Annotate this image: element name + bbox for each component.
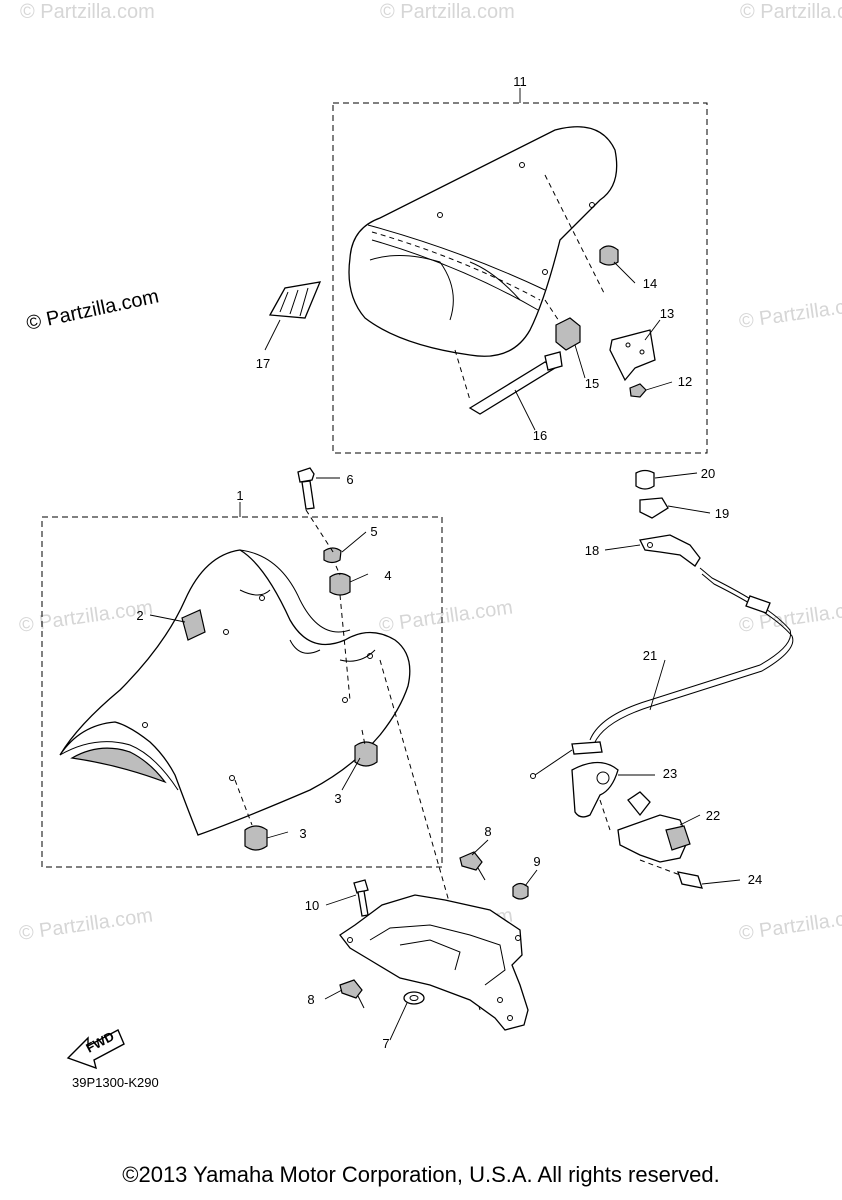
- callout-number: 21: [643, 648, 657, 663]
- leader-lines: [149, 261, 741, 1041]
- watermark: © Partzilla.com: [740, 1, 842, 23]
- nut-20: [635, 469, 655, 490]
- front-seat-assembly-box: [41, 516, 443, 868]
- callout-number: 15: [585, 376, 599, 391]
- callout-number: 2: [136, 608, 143, 623]
- callout-number: 6: [346, 472, 353, 487]
- callout-number: 9: [533, 854, 540, 869]
- tape-2: [181, 609, 206, 641]
- lever-18: [639, 534, 701, 567]
- callout-number: 11: [513, 74, 527, 89]
- callout-number: 19: [715, 506, 729, 521]
- lock-22: [617, 814, 689, 863]
- watermark: © Partzilla.com: [20, 1, 155, 23]
- damper-8b: [339, 979, 363, 999]
- bolt-10: [357, 890, 369, 917]
- bolt-6: [301, 480, 315, 510]
- callout-number: 22: [706, 808, 720, 823]
- watermarks: © Partzilla.com © Partzilla.com © Partzi…: [18, 1, 842, 945]
- callout-number: 16: [533, 428, 547, 443]
- seat-bracket-7: [339, 894, 529, 1031]
- callout-number: 1: [236, 488, 243, 503]
- damper-3b: [244, 825, 268, 851]
- watermark: © Partzilla.com: [738, 292, 842, 333]
- bolt-10-head: [353, 879, 369, 894]
- fwd-arrow-icon: FWD: [66, 1029, 125, 1070]
- cap-9: [512, 882, 529, 900]
- rear-seat: [348, 126, 618, 401]
- callout-number: 5: [370, 524, 377, 539]
- callout-number: 17: [256, 356, 270, 371]
- callout-number: 18: [585, 543, 599, 558]
- callout-number: 20: [701, 466, 715, 481]
- callout-number: 4: [384, 568, 391, 583]
- collar-5: [323, 547, 342, 564]
- callout-number: 14: [643, 276, 657, 291]
- callout-number: 3: [299, 826, 306, 841]
- front-seat: [59, 549, 411, 836]
- callout-number: 10: [305, 898, 319, 913]
- cable-21: [589, 567, 792, 741]
- grommet-14: [599, 245, 619, 266]
- bolt-6-head: [297, 467, 315, 483]
- bracket-23: [571, 761, 619, 818]
- rear-seat-assembly-box: [332, 102, 708, 454]
- damper-4: [329, 572, 351, 596]
- strap-16: [468, 361, 557, 415]
- copyright-notice: ©2013 Yamaha Motor Corporation, U.S.A. A…: [122, 1162, 719, 1187]
- plate-19: [639, 497, 669, 519]
- watermark: © Partzilla.com: [738, 904, 842, 945]
- callout-number: 13: [660, 306, 674, 321]
- nut-12: [629, 383, 647, 398]
- callout-number: 8: [484, 824, 491, 839]
- damper-8a: [459, 851, 483, 871]
- bracket-13: [609, 329, 656, 382]
- callout-number: 8: [307, 992, 314, 1007]
- watermark: © Partzilla.com: [18, 596, 155, 637]
- callouts: 1 2 3 3 4 5 6 7 8 8 9 10 11 12 13 14 15 …: [136, 74, 762, 1051]
- callout-number: 3: [334, 791, 341, 806]
- watermark: © Partzilla.com: [378, 596, 515, 637]
- callout-number: 7: [382, 1036, 389, 1051]
- damper-3a: [354, 741, 378, 767]
- watermark: © Partzilla.com: [380, 1, 515, 23]
- callout-number: 23: [663, 766, 677, 781]
- bolt-24: [677, 871, 703, 889]
- damper-15: [555, 317, 581, 351]
- callout-number: 12: [678, 374, 692, 389]
- watermark: © Partzilla.com: [18, 904, 155, 945]
- watermark-main: © Partzilla.com: [24, 285, 160, 335]
- callout-number: 24: [748, 872, 762, 887]
- diagram-code: 39P1300-K290: [72, 1075, 159, 1090]
